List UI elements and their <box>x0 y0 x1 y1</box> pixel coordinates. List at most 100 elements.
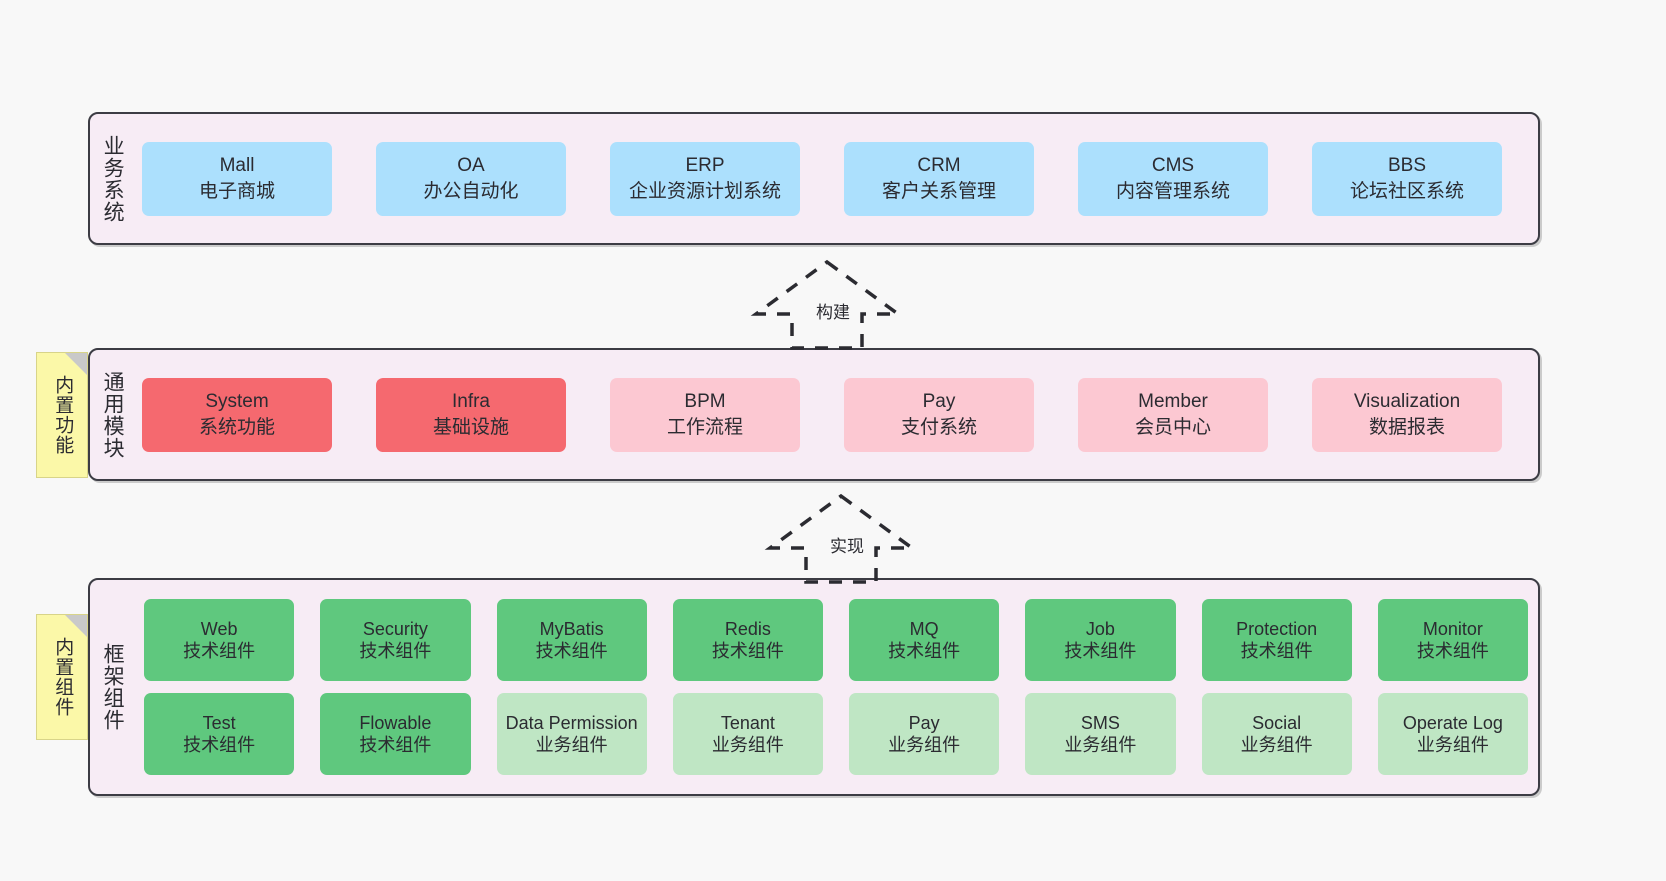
arrow-build-label: 构建 <box>816 303 850 322</box>
layer-body-framework-components: Web 技术组件 Security 技术组件 MyBatis 技术组件 Redi… <box>134 580 1538 794</box>
card-title: MyBatis <box>539 618 604 639</box>
arrow-realize-label: 实现 <box>830 537 864 556</box>
card-title: BBS <box>1387 155 1427 177</box>
card-title: Social <box>1252 712 1302 733</box>
card-subtitle: 业务组件 <box>1416 735 1489 755</box>
layer-framework-components: 框架组件 Web 技术组件 Security 技术组件 MyBatis 技术组件… <box>88 578 1540 796</box>
card-subtitle: 电子商城 <box>198 180 275 202</box>
card-subtitle: 工作流程 <box>666 416 743 438</box>
card-title: Flowable <box>359 712 432 733</box>
card-title: CMS <box>1151 155 1195 177</box>
card-title: Data Permission <box>505 712 638 733</box>
card-bpm[interactable]: BPM 工作流程 <box>610 377 800 452</box>
card-tenant[interactable]: Tenant 业务组件 <box>672 693 823 775</box>
card-subtitle: 业务组件 <box>888 735 961 755</box>
card-mall[interactable]: Mall 电子商城 <box>142 141 332 216</box>
card-flowable[interactable]: Flowable 技术组件 <box>320 693 471 775</box>
card-operate-log[interactable]: Operate Log 业务组件 <box>1377 693 1528 775</box>
card-title: Mall <box>219 155 255 177</box>
card-mybatis[interactable]: MyBatis 技术组件 <box>496 599 647 681</box>
card-title: System <box>205 391 269 413</box>
card-subtitle: 会员中心 <box>1134 416 1211 438</box>
arrow-build-outline <box>750 259 904 350</box>
card-system[interactable]: System 系统功能 <box>142 377 332 452</box>
layer-title-business-systems: 业务系统 <box>101 134 125 223</box>
card-title: Job <box>1085 618 1115 639</box>
card-title: OA <box>457 155 485 177</box>
card-web[interactable]: Web 技术组件 <box>144 599 295 681</box>
layer-business-systems: 业务系统 Mall 电子商城 OA 办公自动化 ERP 企业资源计划系统 CRM… <box>88 112 1540 245</box>
card-subtitle: 数据报表 <box>1368 416 1445 438</box>
layer-body-business-systems: Mall 电子商城 OA 办公自动化 ERP 企业资源计划系统 CRM 客户关系… <box>134 114 1538 243</box>
arrow-build: 构建 <box>750 258 904 350</box>
card-sms[interactable]: SMS 业务组件 <box>1025 693 1176 775</box>
card-subtitle: 内容管理系统 <box>1115 180 1230 202</box>
card-protection[interactable]: Protection 技术组件 <box>1201 599 1352 681</box>
card-job[interactable]: Job 技术组件 <box>1025 599 1176 681</box>
card-title: Pay <box>922 391 956 413</box>
card-mq[interactable]: MQ 技术组件 <box>849 599 1000 681</box>
card-title: Infra <box>451 391 491 413</box>
card-oa[interactable]: OA 办公自动化 <box>376 141 566 216</box>
card-title: CRM <box>917 155 961 177</box>
card-subtitle: 技术组件 <box>711 641 784 661</box>
card-erp[interactable]: ERP 企业资源计划系统 <box>610 141 800 216</box>
note-builtin-component: 内置组件 <box>36 614 88 740</box>
card-title: Web <box>200 618 238 639</box>
card-title: Test <box>202 712 236 733</box>
card-title: Protection <box>1236 618 1318 639</box>
card-title: SMS <box>1080 712 1120 733</box>
framework-component-grid: Web 技术组件 Security 技术组件 MyBatis 技术组件 Redi… <box>144 599 1528 775</box>
card-title: Tenant <box>720 712 775 733</box>
card-title: Security <box>362 618 428 639</box>
card-bbs[interactable]: BBS 论坛社区系统 <box>1312 141 1502 216</box>
card-subtitle: 技术组件 <box>888 641 961 661</box>
card-security[interactable]: Security 技术组件 <box>320 599 471 681</box>
card-pay-module[interactable]: Pay 支付系统 <box>844 377 1034 452</box>
card-title: Monitor <box>1422 618 1483 639</box>
card-social[interactable]: Social 业务组件 <box>1201 693 1352 775</box>
card-subtitle: 技术组件 <box>1240 641 1313 661</box>
card-subtitle: 技术组件 <box>183 641 256 661</box>
note-builtin-function: 内置功能 <box>36 352 88 478</box>
card-title: Redis <box>724 618 771 639</box>
card-redis[interactable]: Redis 技术组件 <box>672 599 823 681</box>
card-subtitle: 业务组件 <box>711 735 784 755</box>
card-title: Operate Log <box>1402 712 1503 733</box>
arrow-realize: 实现 <box>764 492 918 584</box>
card-subtitle: 系统功能 <box>198 416 275 438</box>
card-title: Pay <box>908 712 940 733</box>
card-pay-component[interactable]: Pay 业务组件 <box>849 693 1000 775</box>
card-title: BPM <box>684 391 726 413</box>
card-monitor[interactable]: Monitor 技术组件 <box>1377 599 1528 681</box>
card-title: Visualization <box>1353 391 1461 413</box>
card-subtitle: 基础设施 <box>432 416 509 438</box>
card-member[interactable]: Member 会员中心 <box>1078 377 1268 452</box>
card-test[interactable]: Test 技术组件 <box>144 693 295 775</box>
card-crm[interactable]: CRM 客户关系管理 <box>844 141 1034 216</box>
card-subtitle: 业务组件 <box>535 735 608 755</box>
layer-body-common-modules: System 系统功能 Infra 基础设施 BPM 工作流程 Pay 支付系统… <box>134 350 1538 479</box>
arrow-realize-outline <box>764 493 918 584</box>
card-subtitle: 技术组件 <box>359 735 432 755</box>
card-visualization[interactable]: Visualization 数据报表 <box>1312 377 1502 452</box>
card-cms[interactable]: CMS 内容管理系统 <box>1078 141 1268 216</box>
card-subtitle: 办公自动化 <box>423 180 519 202</box>
note-builtin-function-label: 内置功能 <box>52 375 74 455</box>
note-builtin-component-label: 内置组件 <box>52 637 74 717</box>
card-subtitle: 客户关系管理 <box>881 180 996 202</box>
card-subtitle: 技术组件 <box>1064 641 1137 661</box>
card-subtitle: 技术组件 <box>183 735 256 755</box>
card-infra[interactable]: Infra 基础设施 <box>376 377 566 452</box>
card-subtitle: 技术组件 <box>1416 641 1489 661</box>
card-subtitle: 业务组件 <box>1240 735 1313 755</box>
card-subtitle: 支付系统 <box>900 416 977 438</box>
card-subtitle: 技术组件 <box>535 641 608 661</box>
card-title: ERP <box>685 155 725 177</box>
card-title: Member <box>1138 391 1208 413</box>
layer-common-modules: 通用模块 System 系统功能 Infra 基础设施 BPM 工作流程 Pay… <box>88 348 1540 481</box>
card-subtitle: 业务组件 <box>1064 735 1137 755</box>
card-title: MQ <box>909 618 939 639</box>
card-data-permission[interactable]: Data Permission 业务组件 <box>496 693 647 775</box>
